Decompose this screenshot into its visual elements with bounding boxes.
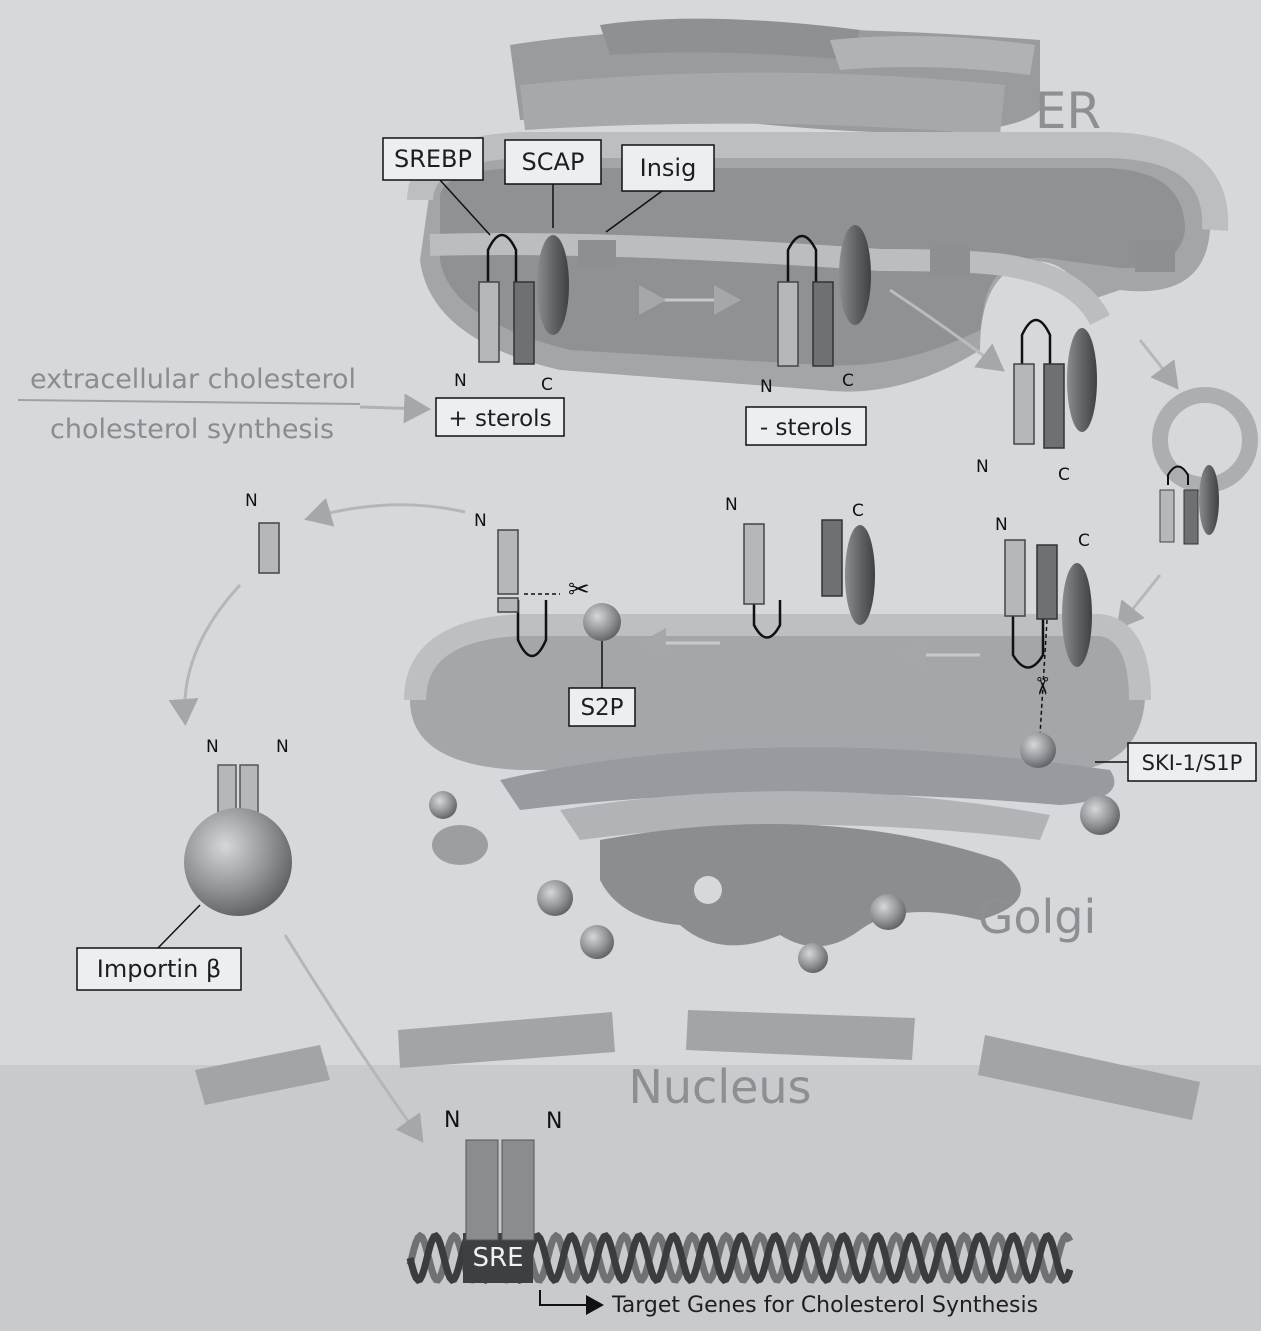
label-plus-sterols: + sterols: [436, 398, 564, 436]
label-sre-text: SRE: [473, 1243, 524, 1273]
n-terminus-label: N: [546, 1109, 562, 1134]
golgi-vesicle: [870, 894, 906, 930]
n-terminus-label: N: [725, 495, 738, 515]
label-ski-text: SKI-1/S1P: [1142, 751, 1243, 775]
label-plus-sterols-text: + sterols: [448, 406, 551, 432]
n-terminus-label: N: [206, 737, 219, 757]
s1p-protease: [1020, 732, 1056, 768]
label-insig: Insig: [622, 145, 714, 191]
label-scap: SCAP: [505, 140, 601, 184]
insig-block: [930, 246, 970, 276]
golgi-vesicle: [1080, 795, 1120, 835]
golgi-vesicle: [580, 925, 614, 959]
n-terminus-label: N: [760, 377, 773, 397]
label-srebp: SREBP: [383, 138, 483, 180]
golgi-vesicle: [429, 791, 457, 819]
n-terminus-label: N: [245, 491, 258, 511]
scissors-icon: ✂: [568, 574, 590, 604]
region-nucleus: Nucleus: [628, 1060, 811, 1114]
n-terminus-label: N: [444, 1108, 460, 1133]
label-s2p: S2P: [569, 688, 635, 726]
label-importin: Importin β: [77, 948, 241, 990]
golgi-vesicle: [798, 943, 828, 973]
label-insig-text: Insig: [640, 154, 697, 182]
s2p-protease: [583, 603, 621, 641]
text-extracellular-cholesterol: extracellular cholesterol: [30, 364, 356, 395]
golgi-vesicle: [537, 880, 573, 916]
input-arrow: [360, 407, 425, 409]
n-terminus-label: N: [474, 511, 487, 531]
c-terminus-label: C: [1078, 531, 1090, 551]
label-ski: SKI-1/S1P: [1128, 743, 1256, 781]
n-terminus-label: N: [976, 457, 989, 477]
label-scap-text: SCAP: [522, 148, 585, 176]
n-terminus-label: N: [276, 737, 289, 757]
c-terminus-label: C: [541, 375, 553, 395]
region-er: ER: [1035, 82, 1101, 140]
c-terminus-label: C: [842, 371, 854, 391]
n-terminus-label: N: [454, 371, 467, 391]
insig-block: [578, 240, 616, 268]
insig-block: [1135, 240, 1175, 272]
n-terminus-label: N: [995, 515, 1008, 535]
nsrebp-fragment: [259, 523, 279, 573]
label-s2p-text: S2P: [580, 695, 623, 721]
label-minus-sterols: - sterols: [746, 407, 866, 445]
target-genes-text: Target Genes for Cholesterol Synthesis: [611, 1293, 1038, 1318]
scissors-icon: ✂: [1028, 676, 1055, 696]
label-importin-text: Importin β: [97, 955, 221, 983]
region-golgi: Golgi: [978, 890, 1097, 944]
c-terminus-label: C: [852, 501, 864, 521]
label-minus-sterols-text: - sterols: [760, 415, 852, 441]
label-srebp-text: SREBP: [394, 145, 472, 173]
text-cholesterol-synthesis: cholesterol synthesis: [50, 414, 334, 445]
c-terminus-label: C: [1058, 465, 1070, 485]
